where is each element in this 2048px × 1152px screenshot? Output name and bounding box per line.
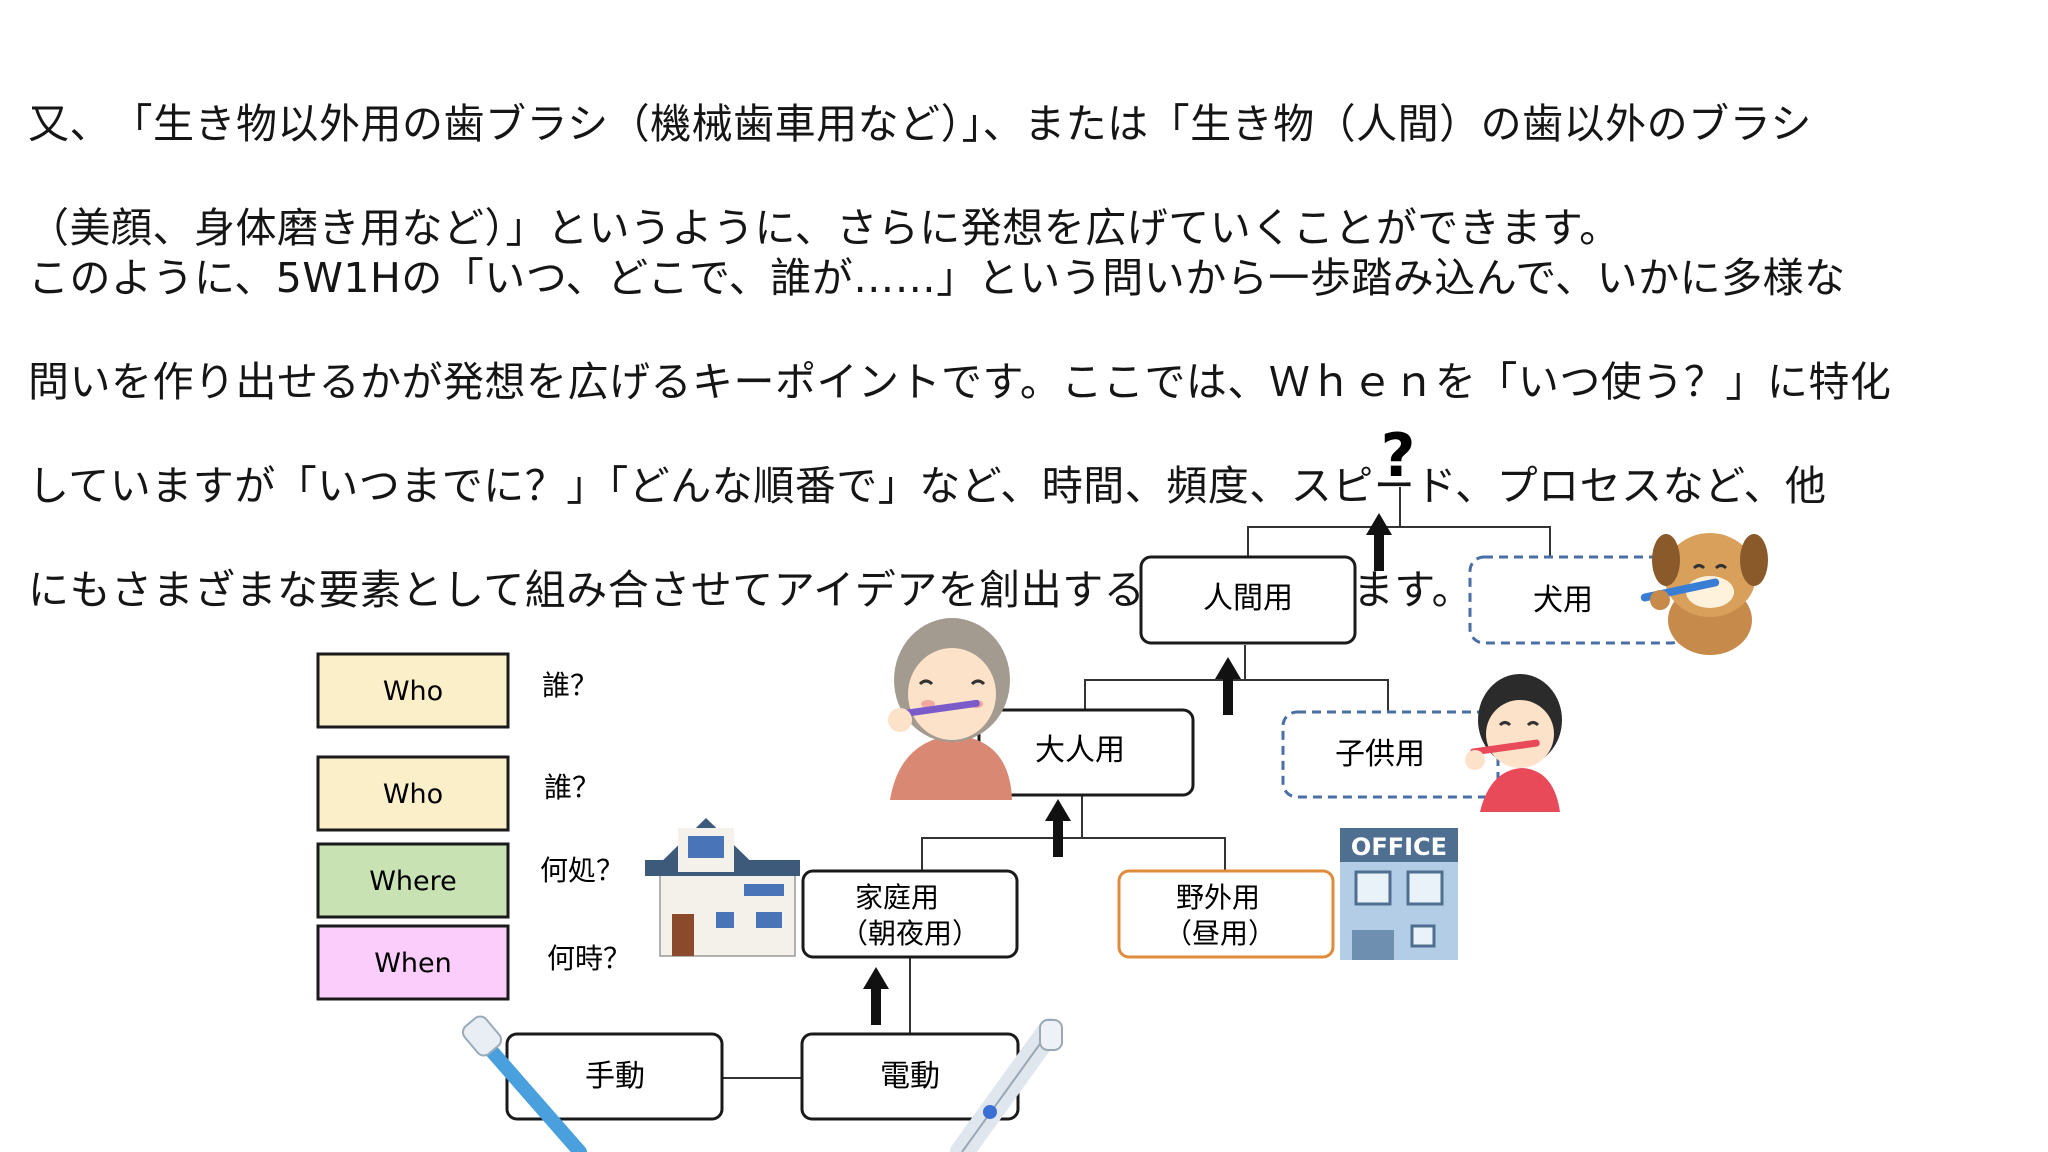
electric-toothbrush-icon: [950, 1018, 1063, 1152]
paragraph-2-line-2: 問いを作り出せるかが発想を広げるキーポイントです。ここでは、Ｗｈｅｎを「いつ使う…: [28, 358, 1892, 406]
legend-item-when: When 何時？: [316, 924, 631, 1001]
node-home-label-2: （朝夜用）: [840, 917, 980, 950]
child-brushing-icon: [1465, 674, 1562, 812]
node-manual-label: 手動: [585, 1059, 645, 1094]
node-electric-label: 電動: [880, 1059, 940, 1094]
paragraph-1-line-1: 又、 「生き物以外用の歯ブラシ（機械歯車用など）」、または「生き物（人間）の歯以…: [28, 100, 1812, 148]
node-outdoor-label-1: 野外用: [1176, 881, 1260, 914]
connector-lines: [722, 487, 1551, 1079]
dog-brushing-icon: [1640, 533, 1768, 655]
paragraph-1: 又、 「生き物以外用の歯ブラシ（機械歯車用など）」、または「生き物（人間）の歯以…: [28, 46, 1812, 306]
node-adult: 大人用: [977, 708, 1195, 797]
up-arrow-icon: [1366, 513, 1392, 571]
paragraph-1-line-2: （美顔、身体磨き用など）」というように、さらに発想を広げていくことができます。: [28, 204, 1621, 252]
node-dog-label: 犬用: [1533, 583, 1593, 618]
paragraph-2: このように、5W1Hの「いつ、どこで、誰が……」という問いから一歩踏み込んで、い…: [28, 200, 1891, 668]
node-electric: 電動: [800, 1032, 1020, 1121]
legend-question: 誰？: [542, 669, 598, 702]
question-mark: ?: [1381, 421, 1416, 491]
node-home: 家庭用 （朝夜用）: [801, 869, 1019, 959]
legend-label: Where: [369, 866, 457, 897]
legend-question: 誰？: [544, 771, 600, 804]
house-icon: [645, 818, 800, 957]
paragraph-2-line-3: していますが「いつまでに？」「どんな順番で」など、時間、頻度、スピード、プロセス…: [28, 462, 1827, 510]
legend-question: 何処？: [540, 854, 624, 887]
legend-item-who-2: Who 誰？: [316, 755, 600, 832]
up-arrow-icon: [1045, 799, 1071, 857]
office-sign: OFFICE: [1351, 833, 1447, 861]
paragraph-2-line-1: このように、5W1Hの「いつ、どこで、誰が……」という問いから一歩踏み込んで、い…: [28, 254, 1846, 302]
legend-label: When: [374, 948, 452, 979]
arrows: [863, 513, 1392, 1025]
legend-label: Who: [383, 676, 443, 707]
grandma-brushing-icon: [888, 618, 1012, 800]
legend-label: Who: [383, 779, 443, 810]
legend-question: 何時？: [547, 942, 631, 975]
office-building-icon: OFFICE: [1340, 828, 1458, 960]
node-dog: 犬用: [1468, 555, 1687, 645]
node-human-label: 人間用: [1203, 581, 1293, 616]
node-outdoor: 野外用 （昼用）: [1117, 869, 1335, 959]
node-home-label-1: 家庭用: [855, 881, 939, 914]
node-adult-label: 大人用: [1035, 733, 1125, 768]
manual-toothbrush-icon: [461, 1015, 587, 1152]
legend: Who 誰？ Who 誰？ Where 何処？ When 何時？: [316, 652, 631, 1001]
node-manual: 手動: [505, 1032, 724, 1121]
legend-item-who-1: Who 誰？: [316, 652, 598, 729]
up-arrow-icon: [1215, 657, 1241, 715]
legend-item-where: Where 何処？: [316, 842, 624, 919]
node-human: 人間用: [1139, 555, 1357, 645]
up-arrow-icon: [863, 967, 889, 1025]
node-outdoor-label-2: （昼用）: [1164, 917, 1276, 950]
node-child: 子供用: [1281, 710, 1500, 799]
node-child-label: 子供用: [1335, 737, 1425, 772]
